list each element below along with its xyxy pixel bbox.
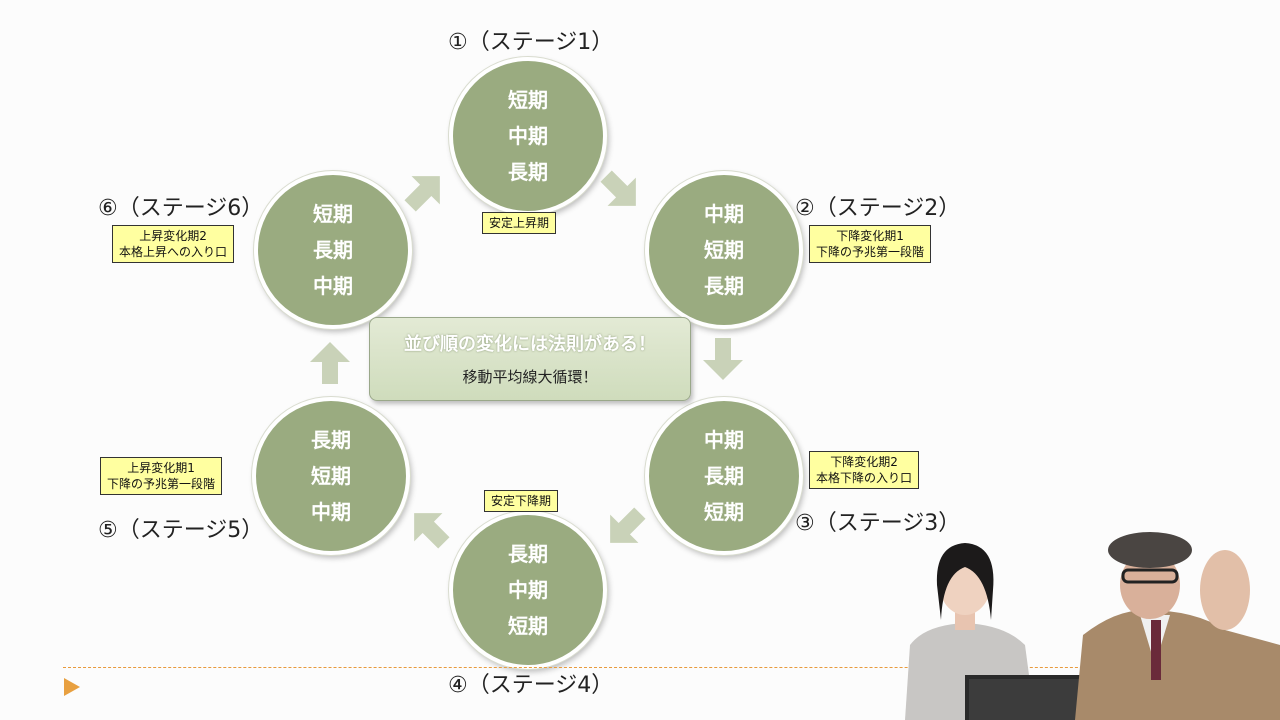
stage-6-note-line-2: 本格上昇への入り口 — [119, 245, 228, 259]
stage-2-note-line-1: 下降変化期1 — [836, 229, 904, 243]
stage-4-note: 安定下降期 — [484, 490, 559, 512]
stage-3-line-1: 中期 — [704, 428, 744, 452]
stage-1-line-2: 中期 — [508, 124, 548, 148]
center-box: 並び順の変化には法則がある！ 移動平均線大循環！ — [369, 317, 691, 401]
stage-5-note: 上昇変化期1 下降の予兆第一段階 — [100, 457, 223, 495]
stage-2-line-2: 短期 — [704, 238, 744, 262]
arrow-1-to-2-icon — [600, 170, 636, 206]
stage-6-line-2: 長期 — [313, 238, 353, 262]
stage-2-circle: 中期 短期 長期 — [645, 171, 803, 329]
stage-5-circle: 長期 短期 中期 — [252, 397, 410, 555]
stage-4-line-1: 長期 — [508, 542, 548, 566]
stage-4-label: ④（ステージ4） — [448, 673, 614, 698]
center-title: 並び順の変化には法則がある！ — [404, 334, 656, 355]
center-subtitle: 移動平均線大循環！ — [462, 368, 598, 386]
presenter-man — [1075, 532, 1280, 720]
stage-1-note-text: 安定上昇期 — [489, 216, 550, 230]
stage-1-circle: 短期 中期 長期 — [449, 57, 607, 215]
stage-4-note-text: 安定下降期 — [491, 494, 552, 508]
stage-1-note: 安定上昇期 — [482, 212, 557, 234]
stage-1-line-1: 短期 — [508, 88, 548, 112]
stage-4-line-3: 短期 — [508, 614, 548, 638]
stage-4-line-2: 中期 — [508, 578, 548, 602]
play-icon — [64, 678, 80, 696]
stage-2-line-1: 中期 — [704, 202, 744, 226]
stage-3-line-2: 長期 — [704, 464, 744, 488]
stage-3-circle: 中期 長期 短期 — [645, 397, 803, 555]
arrow-3-to-4-icon — [610, 507, 646, 543]
stage-3-label: ③（ステージ3） — [795, 511, 961, 536]
stage-4-circle: 長期 中期 短期 — [449, 511, 607, 669]
stage-5-line-3: 中期 — [311, 500, 351, 524]
stage-1-label: ①（ステージ1） — [448, 30, 614, 55]
stage-2-label: ②（ステージ2） — [795, 196, 961, 221]
stage-2-note: 下降変化期1 下降の予兆第一段階 — [809, 225, 932, 263]
arrow-5-to-6-icon — [310, 342, 350, 384]
stage-3-note-line-2: 本格下降の入り口 — [816, 471, 913, 485]
stage-1-line-3: 長期 — [508, 160, 548, 184]
stage-5-note-line-1: 上昇変化期1 — [127, 461, 195, 475]
stage-6-note-line-1: 上昇変化期2 — [139, 229, 207, 243]
stage-6-line-1: 短期 — [313, 202, 353, 226]
stage-6-note: 上昇変化期2 本格上昇への入り口 — [112, 225, 235, 263]
stage-2-note-line-2: 下降の予兆第一段階 — [816, 245, 925, 259]
stage-5-line-1: 長期 — [311, 428, 351, 452]
stage-6-circle: 短期 長期 中期 — [254, 171, 412, 329]
stage-3-line-3: 短期 — [704, 500, 744, 524]
stage-6-label: ⑥（ステージ6） — [98, 196, 264, 221]
stage-5-label: ⑤（ステージ5） — [98, 518, 264, 543]
stage-5-note-line-2: 下降の予兆第一段階 — [107, 477, 216, 491]
arrow-2-to-3-icon — [703, 338, 743, 380]
stage-2-line-3: 長期 — [704, 274, 744, 298]
timeline-line — [63, 667, 1123, 668]
stage-6-line-3: 中期 — [313, 274, 353, 298]
arrow-6-to-1-icon — [404, 176, 440, 212]
stage-5-line-2: 短期 — [311, 464, 351, 488]
stage-3-note: 下降変化期2 本格下降の入り口 — [809, 451, 920, 489]
arrow-4-to-5-icon — [414, 513, 450, 549]
stage-3-note-line-1: 下降変化期2 — [830, 455, 898, 469]
presenters-video — [905, 532, 1280, 720]
